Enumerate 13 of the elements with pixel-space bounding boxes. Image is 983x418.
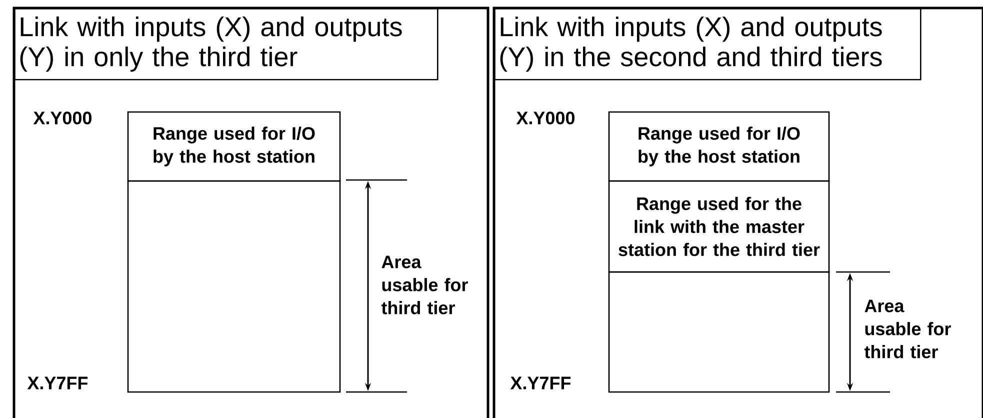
memory-cell: Range used for I/O by the host station (127, 111, 341, 182)
memory-cell: Range used for I/O by the host station (608, 111, 830, 182)
address-label: X.Y000 (33, 112, 92, 124)
address-label: Area usable for third tier (864, 300, 951, 358)
memory-cell: Range used for the link with the master station for the third tier (608, 180, 830, 273)
heading-box: Link with inputs (X) and outputs (Y) in only the third tier (14, 8, 438, 80)
address-label: X.Y7FF (510, 376, 571, 390)
address-label: X.Y7FF (27, 376, 88, 390)
address-label: Area usable for third tier (381, 256, 468, 314)
heading-box: Link with inputs (X) and outputs (Y) in the second and third tiers (494, 8, 922, 80)
address-label: X.Y000 (516, 112, 574, 124)
memory-cell (127, 180, 341, 393)
memory-cell (608, 271, 830, 393)
